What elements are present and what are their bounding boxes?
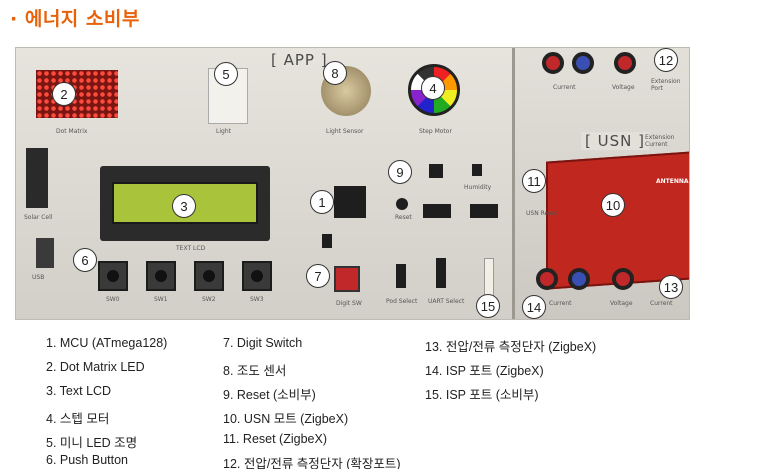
legend-item-8: 8. 조도 센서 bbox=[223, 364, 287, 378]
digit-sw-label: Digit SW bbox=[336, 300, 362, 307]
legend-item-9: 9. Reset (소비부) bbox=[223, 388, 316, 402]
sw2-label: SW2 bbox=[202, 296, 216, 303]
push-button-sw0 bbox=[98, 261, 128, 291]
callout-badge-7: 7 bbox=[306, 264, 330, 288]
sw0-label: SW0 bbox=[106, 296, 120, 303]
light-sensor-label: Light Sensor bbox=[326, 128, 364, 135]
current-bottom-label: Current bbox=[549, 300, 572, 307]
legend-item-15: 15. ISP 포트 (소비부) bbox=[425, 388, 539, 402]
legend-item-11: 11. Reset (ZigbeX) bbox=[223, 432, 327, 446]
current-right-label: Current bbox=[650, 300, 673, 307]
digit-switch bbox=[334, 266, 360, 292]
sw1-label: SW1 bbox=[154, 296, 168, 303]
humidity-label: Humidity bbox=[464, 184, 492, 191]
jack-current-blue bbox=[572, 52, 594, 74]
board-divider bbox=[512, 48, 515, 319]
callout-badge-2: 2 bbox=[52, 82, 76, 106]
board-photo: [ APP ] [ USN ] Dot Matrix Light Light S… bbox=[15, 47, 690, 320]
legend-item-7: 7. Digit Switch bbox=[223, 336, 303, 350]
uart-select-label: UART Select bbox=[428, 298, 465, 305]
pod-select-label: Pod Select bbox=[386, 298, 418, 305]
jack-current-red bbox=[542, 52, 564, 74]
push-button-sw3 bbox=[242, 261, 272, 291]
light-label: Light bbox=[216, 128, 231, 135]
pod-select-switch bbox=[396, 264, 406, 288]
callout-badge-15: 15 bbox=[476, 294, 500, 318]
legend-item-1: 1. MCU (ATmega128) bbox=[46, 336, 168, 350]
callout-badge-1: 1 bbox=[310, 190, 334, 214]
legend-item-13: 13. 전압/전류 측정단자 (ZigbeX) bbox=[425, 340, 597, 354]
step-motor-label: Step Motor bbox=[419, 128, 452, 135]
callout-badge-3: 3 bbox=[172, 194, 196, 218]
usn-reset-label: USN Reset bbox=[526, 210, 558, 217]
solar-cell-label: Solar Cell bbox=[24, 214, 53, 221]
small-chip bbox=[429, 164, 443, 178]
text-lcd bbox=[100, 166, 270, 241]
callout-badge-5: 5 bbox=[214, 62, 238, 86]
usb-port bbox=[36, 238, 54, 268]
extension-port-label: Extension Port bbox=[651, 78, 681, 92]
callout-badge-11: 11 bbox=[522, 169, 546, 193]
callout-badge-8: 8 bbox=[323, 61, 347, 85]
callout-badge-9: 9 bbox=[388, 160, 412, 184]
callout-badge-10: 10 bbox=[601, 193, 625, 217]
callout-badge-6: 6 bbox=[73, 248, 97, 272]
reset-button bbox=[396, 198, 408, 210]
callout-badge-12: 12 bbox=[654, 48, 678, 72]
isp-port-app bbox=[484, 258, 494, 296]
current-top-label: Current bbox=[553, 84, 576, 91]
legend-item-6: 6. Push Button bbox=[46, 453, 129, 467]
usb-label: USB bbox=[32, 274, 45, 281]
jack-bottom-blue bbox=[568, 268, 590, 290]
callout-badge-14: 14 bbox=[522, 295, 546, 319]
callout-badge-13: 13 bbox=[659, 275, 683, 299]
lcd-screen bbox=[112, 182, 258, 224]
antenna-label: ANTENNA bbox=[656, 178, 689, 185]
legend-item-4: 4. 스텝 모터 bbox=[46, 412, 110, 426]
push-button-sw2 bbox=[194, 261, 224, 291]
app-label: [ APP ] bbox=[271, 51, 328, 69]
legend-item-3: 3. Text LCD bbox=[46, 384, 112, 398]
solar-cell-connector bbox=[26, 148, 48, 208]
voltage-bottom-label: Voltage bbox=[610, 300, 633, 307]
uart-select-switch bbox=[436, 258, 446, 288]
sw3-label: SW3 bbox=[250, 296, 264, 303]
legend-item-14: 14. ISP 포트 (ZigbeX) bbox=[425, 364, 544, 378]
jack-bottom-red-1 bbox=[536, 268, 558, 290]
legend-item-2: 2. Dot Matrix LED bbox=[46, 360, 145, 374]
humidity-sensor bbox=[472, 164, 482, 176]
section-heading: · 에너지 소비부 bbox=[10, 8, 140, 30]
text-lcd-label: TEXT LCD bbox=[176, 245, 206, 252]
push-button-sw1 bbox=[146, 261, 176, 291]
ic-chip-2 bbox=[470, 204, 498, 218]
dot-matrix-label: Dot Matrix bbox=[56, 128, 88, 135]
ic-chip-1 bbox=[423, 204, 451, 218]
callout-badge-4: 4 bbox=[421, 76, 445, 100]
jack-bottom-red-2 bbox=[612, 268, 634, 290]
reset-label: Reset bbox=[395, 214, 412, 221]
jack-voltage-red bbox=[614, 52, 636, 74]
legend-item-5: 5. 미니 LED 조명 bbox=[46, 436, 138, 450]
legend-item-10: 10. USN 모트 (ZigbeX) bbox=[223, 412, 349, 426]
voltage-top-label: Voltage bbox=[612, 84, 635, 91]
usn-label: [ USN ] bbox=[581, 132, 649, 150]
extension-current-label: Extension Current bbox=[645, 134, 675, 148]
crystal bbox=[322, 234, 332, 248]
mcu-chip bbox=[334, 186, 366, 218]
legend-item-12: 12. 전압/전류 측정단자 (확장포트) bbox=[223, 457, 401, 469]
dot-matrix-led bbox=[36, 70, 118, 118]
